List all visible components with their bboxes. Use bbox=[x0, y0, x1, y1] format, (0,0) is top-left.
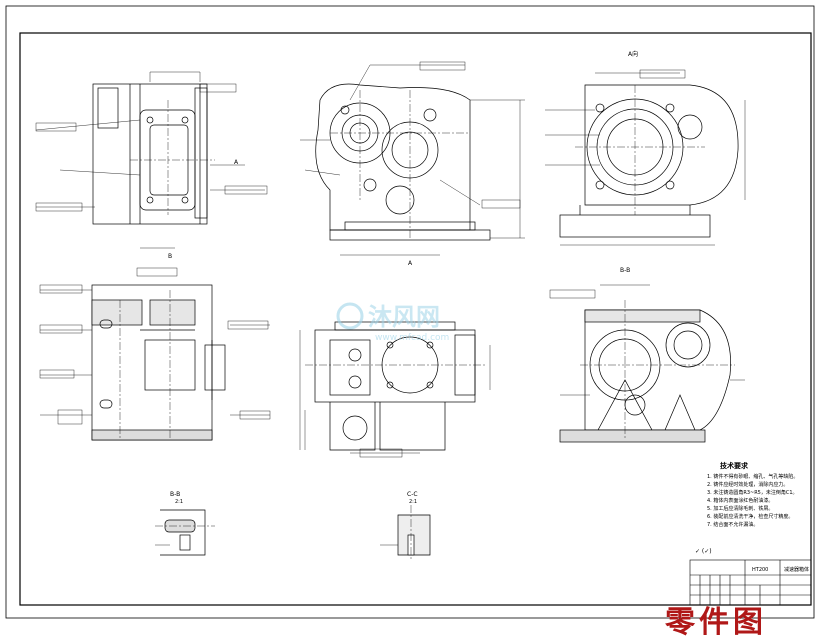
watermark-logo-icon bbox=[336, 302, 364, 330]
technical-note: 7. 结合面不允许漏油。 bbox=[707, 521, 758, 528]
roughness-note: ✓ (✓) bbox=[695, 548, 712, 555]
title-block-part-name: 减速器箱体 bbox=[784, 566, 809, 573]
technical-note: 6. 装配前应清洗干净，检查尺寸精度。 bbox=[707, 513, 793, 520]
view-section-bb bbox=[549, 284, 745, 443]
datum-a-mid: A bbox=[408, 260, 413, 267]
stamp-part-drawing: 零件图 bbox=[665, 605, 767, 637]
title-block bbox=[689, 559, 812, 606]
inner-border bbox=[19, 32, 812, 606]
technical-note: 1. 铸件不得有砂眼、缩孔、气孔等缺陷。 bbox=[707, 473, 798, 480]
detail-b-label: B-B bbox=[170, 491, 180, 498]
watermark-text: 沐风网 bbox=[368, 303, 440, 331]
datum-a-top: A bbox=[234, 159, 239, 166]
title-block-material: HT200 bbox=[752, 567, 768, 573]
detail-c-label: C-C bbox=[407, 491, 418, 498]
view-section-left bbox=[39, 267, 271, 441]
watermark-url: www.mfcad.com bbox=[375, 333, 449, 343]
view-a-right bbox=[545, 69, 746, 246]
view-side-middle bbox=[300, 61, 525, 256]
technical-notes-title: 技术要求 bbox=[720, 461, 749, 470]
technical-note: 2. 铸件应经时效处理，消除内应力。 bbox=[707, 481, 788, 488]
technical-note: 3. 未注铸造圆角R3~R5，未注倒角C1。 bbox=[707, 489, 798, 496]
datum-b-left: B bbox=[168, 253, 172, 260]
outer-border bbox=[5, 5, 815, 619]
detail-view-right bbox=[380, 505, 431, 560]
detail-view-left bbox=[155, 509, 215, 556]
technical-note: 5. 加工后应清除毛刺、铁屑。 bbox=[707, 505, 773, 512]
watermark: 沐风网 www.mfcad.com bbox=[336, 302, 449, 343]
detail-c-scale: 2:1 bbox=[409, 499, 417, 505]
technical-notes: 技术要求 1. 铸件不得有砂眼、缩孔、气孔等缺陷。 2. 铸件应经时效处理，消除… bbox=[707, 461, 798, 528]
detail-b-scale: 2:1 bbox=[175, 499, 183, 505]
view-front-left bbox=[35, 71, 268, 249]
view-bottom-middle bbox=[299, 321, 491, 458]
section-bb-label: B-B bbox=[620, 267, 630, 274]
view-a-label: A向 bbox=[628, 50, 638, 58]
technical-note: 4. 箱体内表面涂红色耐油漆。 bbox=[707, 497, 773, 504]
